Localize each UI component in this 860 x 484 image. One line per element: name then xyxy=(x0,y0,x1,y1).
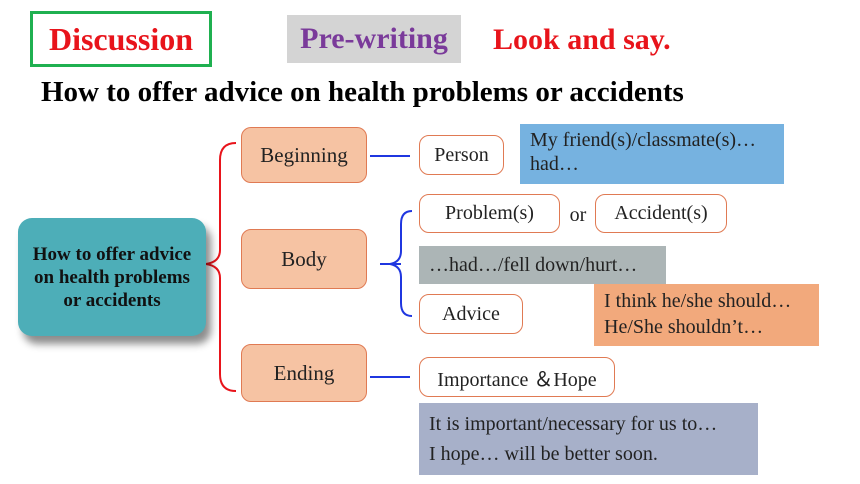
friend-note-line1: My friend(s)/classmate(s)… xyxy=(530,129,757,151)
page-subtitle: How to offer advice on health problems o… xyxy=(41,75,684,108)
prewriting-tag: Pre-writing xyxy=(287,15,461,63)
important-note-line1: It is important/necessary for us to… xyxy=(429,413,718,435)
importance-hope-box: Importance ＆Hope xyxy=(419,357,615,397)
body-node: Body xyxy=(241,229,367,289)
discussion-tag: Discussion xyxy=(30,11,212,67)
accidents-box: Accident(s) xyxy=(595,194,727,233)
beginning-node: Beginning xyxy=(241,127,367,183)
main-topic-node: How to offer advice on health problems o… xyxy=(18,218,206,336)
or-label: or xyxy=(569,203,587,226)
think-note: I think he/she should… He/She shouldn’t… xyxy=(594,284,819,346)
advice-box: Advice xyxy=(419,294,523,334)
think-note-line2: He/She shouldn’t… xyxy=(604,316,764,338)
think-note-line1: I think he/she should… xyxy=(604,290,792,312)
had-fell-note: …had…/fell down/hurt… xyxy=(419,246,666,284)
important-note: It is important/necessary for us to… I h… xyxy=(419,403,758,475)
friend-note: My friend(s)/classmate(s)… had… xyxy=(520,124,784,184)
person-box: Person xyxy=(419,135,504,175)
section-brace xyxy=(205,142,237,392)
friend-note-line2: had… xyxy=(530,153,579,175)
problems-box: Problem(s) xyxy=(419,194,560,233)
important-note-line2: I hope… will be better soon. xyxy=(429,443,658,465)
look-and-say-title: Look and say. xyxy=(493,23,671,56)
ending-node: Ending xyxy=(241,344,367,402)
